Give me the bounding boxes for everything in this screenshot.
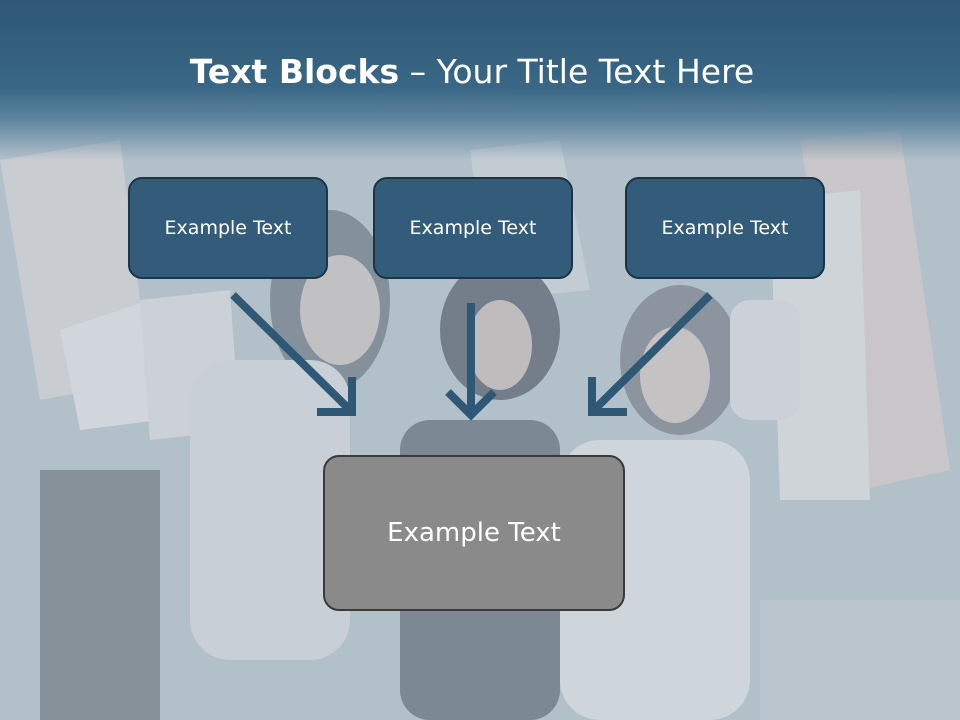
arrow-middle-head <box>445 389 497 421</box>
arrow-right <box>591 292 713 413</box>
title-bar <box>0 0 960 160</box>
title-rest: – Your Title Text Here <box>399 52 755 91</box>
text-block-2[interactable]: Example Text <box>373 177 573 279</box>
center-text-block[interactable]: Example Text <box>323 455 625 611</box>
text-block-1[interactable]: Example Text <box>128 177 328 279</box>
arrow-left <box>230 292 353 413</box>
text-block-3[interactable]: Example Text <box>625 177 825 279</box>
arrow-right-head <box>588 377 627 416</box>
title-bold: Text Blocks <box>189 52 400 91</box>
arrow-left-head <box>317 377 356 416</box>
slide-title: Text Blocks – Your Title Text Here <box>0 52 944 91</box>
